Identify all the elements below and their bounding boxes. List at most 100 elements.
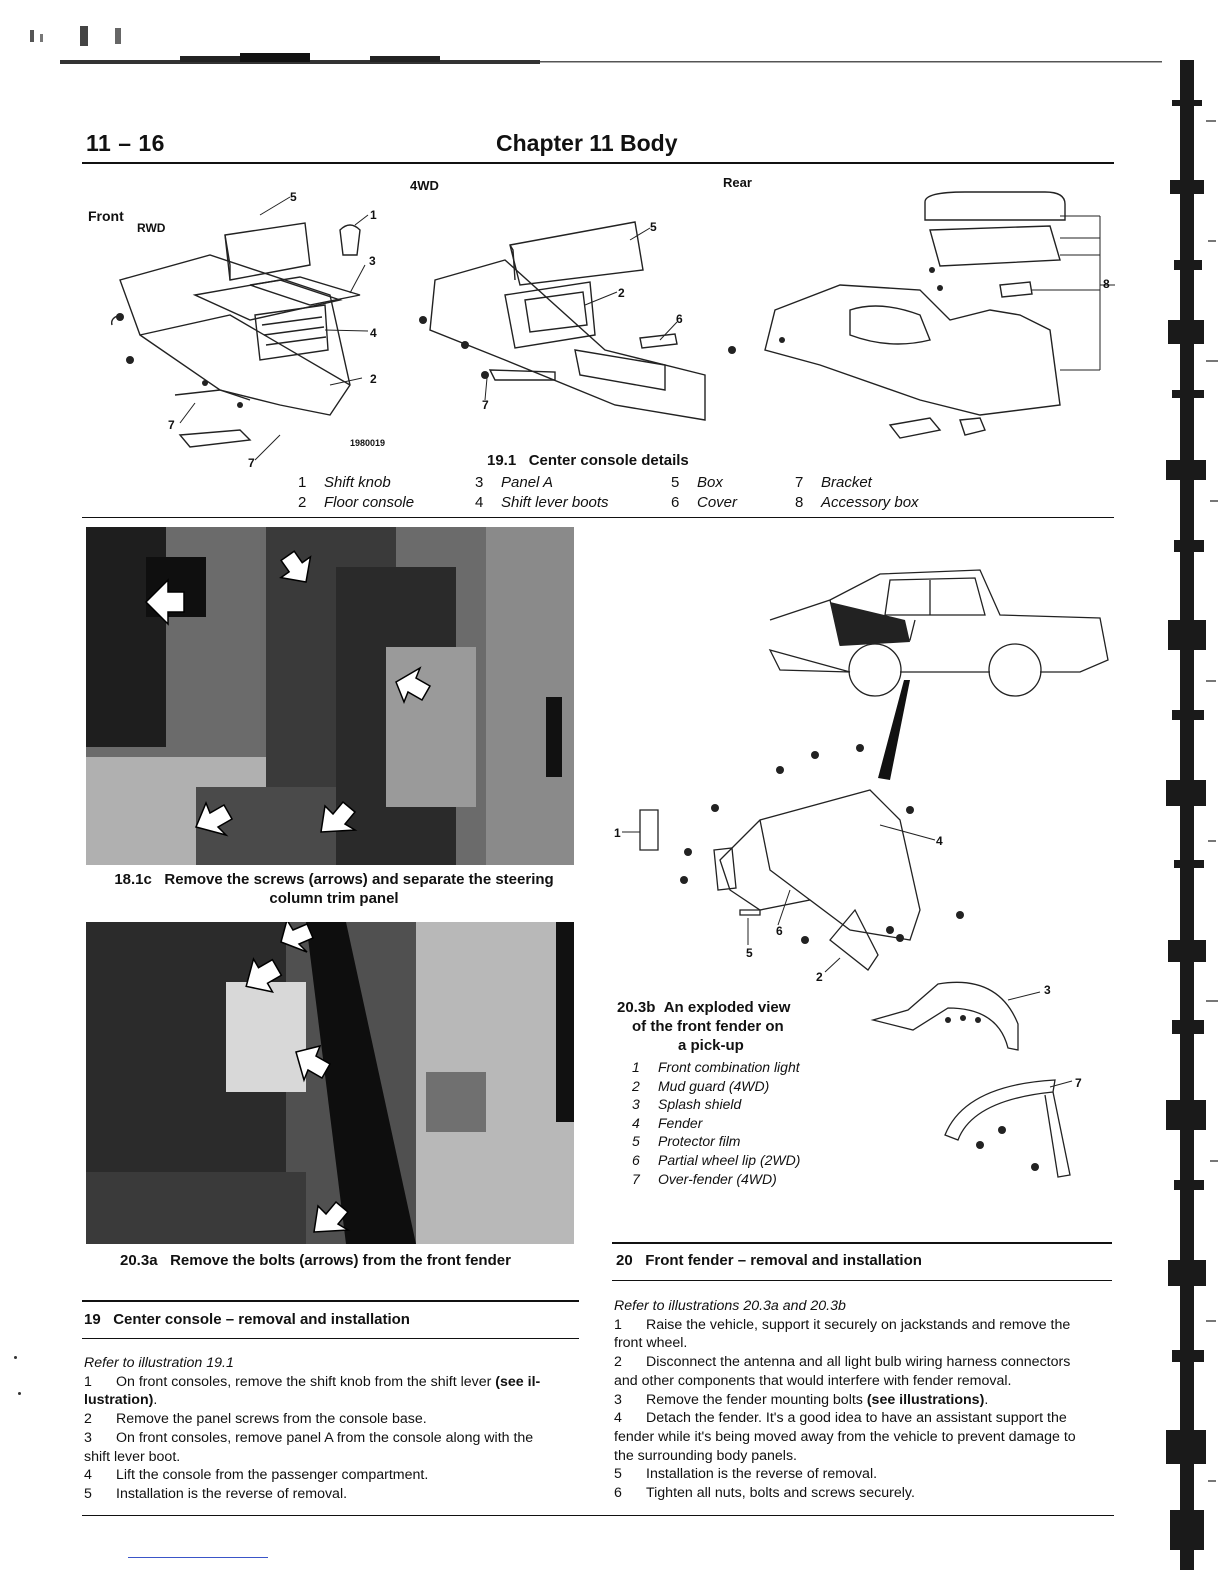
console-drawing-rwd — [110, 196, 369, 461]
section-19-step-1-cont: lustration). — [84, 1392, 158, 1409]
photo-18-1c-caption-line2: column trim panel — [269, 890, 399, 907]
legend-label: Shift knob — [324, 474, 391, 491]
figure-20-3b-caption: 20.3b An exploded view of the front fend… — [617, 998, 790, 1055]
header-rule — [82, 162, 1114, 164]
photo-18-1c — [86, 527, 574, 865]
fender-exploded-drawing — [622, 744, 964, 973]
legend-num: 1 — [298, 474, 307, 491]
legend-label: Box — [697, 474, 723, 491]
callout-left-7a: 7 — [168, 418, 175, 432]
fender-callout-7: 7 — [1075, 1076, 1082, 1090]
legend-label: Floor console — [324, 494, 415, 511]
photo-18-1c-caption-num: 18.1c — [114, 871, 152, 888]
chapter-title: Chapter 11 Body — [496, 130, 678, 156]
fender-callout-6: 6 — [776, 924, 783, 938]
figure-20-3b-caption-line1: An exploded view — [663, 999, 791, 1016]
figure-20-3b-caption-line2: of the front fender on — [632, 1018, 784, 1035]
figure-19-1-caption: 19.1 Center console details — [487, 452, 689, 469]
pickup-drawing — [768, 569, 1109, 697]
fender-callout-3: 3 — [1044, 983, 1051, 997]
fender-callout-1: 1 — [614, 826, 621, 840]
console-drawing-4wd — [419, 221, 706, 421]
section-20-step-4-cont2: the surrounding body panels. — [614, 1447, 797, 1464]
page-number: 11 – 16 — [86, 130, 165, 156]
photo-20-3a — [86, 922, 574, 1244]
label-rear: Rear — [723, 175, 752, 190]
callout-right-8: 8 — [1103, 277, 1110, 291]
console-drawing-rear — [728, 191, 1115, 439]
photo-18-1c-caption-line1: Remove the screws (arrows) and separate … — [164, 871, 554, 888]
legend-label: Partial wheel lip (2WD) — [658, 1151, 801, 1168]
figure-20-3b-caption-num: 20.3b — [617, 999, 656, 1016]
callout-left-5: 5 — [290, 190, 297, 204]
scan-dot — [14, 1356, 17, 1359]
photo-20-3a-caption-text: Remove the bolts (arrows) from the front… — [170, 1252, 511, 1269]
splash-shield-drawing — [870, 981, 1041, 1051]
legend-label: Mud guard (4WD) — [658, 1077, 770, 1094]
label-rwd: RWD — [137, 221, 166, 235]
callout-mid-7: 7 — [482, 398, 489, 412]
figure-20-3b-caption-line3: a pick-up — [678, 1037, 744, 1054]
legend-num: 7 — [795, 474, 804, 491]
section-20-step-4-cont: fender while it's being moved away from … — [614, 1428, 1076, 1445]
scan-dot — [18, 1392, 21, 1395]
fender-callout-2: 2 — [816, 970, 823, 984]
section-20-rule-bottom — [612, 1280, 1112, 1281]
figure-19-1-legend-col3: 5 Box 6 Cover — [671, 473, 737, 513]
pickup-pointer — [878, 680, 910, 780]
legend-num: 2 — [298, 494, 307, 511]
photo-18-1c-caption: 18.1c Remove the screws (arrows) and sep… — [94, 870, 574, 908]
section-19-rule-top — [82, 1300, 579, 1302]
legend-num: 6 — [671, 494, 680, 511]
legend-num: 5 — [671, 474, 680, 491]
callout-left-1: 1 — [370, 208, 377, 222]
legend-num: 5 — [632, 1133, 640, 1150]
legend-label: Accessory box — [821, 494, 919, 511]
front-fender-photo — [86, 922, 574, 1244]
legend-num: 4 — [475, 494, 484, 511]
legend-num: 8 — [795, 494, 804, 511]
fender-callout-4: 4 — [936, 834, 943, 848]
scan-artifact-top — [30, 26, 1180, 64]
legend-label: Fender — [658, 1114, 703, 1131]
section-19-ref: Refer to illustration 19.1 — [84, 1355, 234, 1371]
callout-left-7b: 7 — [248, 456, 255, 470]
legend-num: 3 — [475, 474, 484, 491]
legend-num: 6 — [632, 1151, 640, 1168]
section-19-title: Center console – removal and installatio… — [113, 1311, 410, 1328]
figure-19-1-caption-num: 19.1 — [487, 452, 517, 469]
callout-mid-2: 2 — [618, 286, 625, 300]
legend-label: Cover — [697, 494, 738, 511]
legend-label: Panel A — [501, 474, 553, 491]
callout-left-4: 4 — [370, 326, 377, 340]
section-20-heading: 20 Front fender – removal and installati… — [616, 1252, 922, 1269]
section-19-step-3-cont: shift lever boot. — [84, 1448, 181, 1465]
label-4wd: 4WD — [410, 178, 439, 193]
over-fender-drawing — [944, 1079, 1073, 1178]
scan-edge-artifact — [1162, 60, 1224, 1570]
legend-label: Over-fender (4WD) — [658, 1170, 777, 1187]
section-20-title: Front fender – removal and installation — [645, 1252, 922, 1269]
figure-19-1-rule — [82, 517, 1114, 518]
figure-19-1-caption-text: Center console details — [528, 452, 689, 469]
fender-callout-5: 5 — [746, 946, 753, 960]
legend-num: 3 — [632, 1096, 640, 1113]
photo-20-3a-caption: 20.3a Remove the bolts (arrows) from the… — [120, 1252, 511, 1269]
figure-code: 1980019 — [350, 438, 386, 448]
section-20-number: 20 — [616, 1252, 633, 1269]
legend-num: 7 — [632, 1170, 640, 1187]
callout-left-2: 2 — [370, 372, 377, 386]
